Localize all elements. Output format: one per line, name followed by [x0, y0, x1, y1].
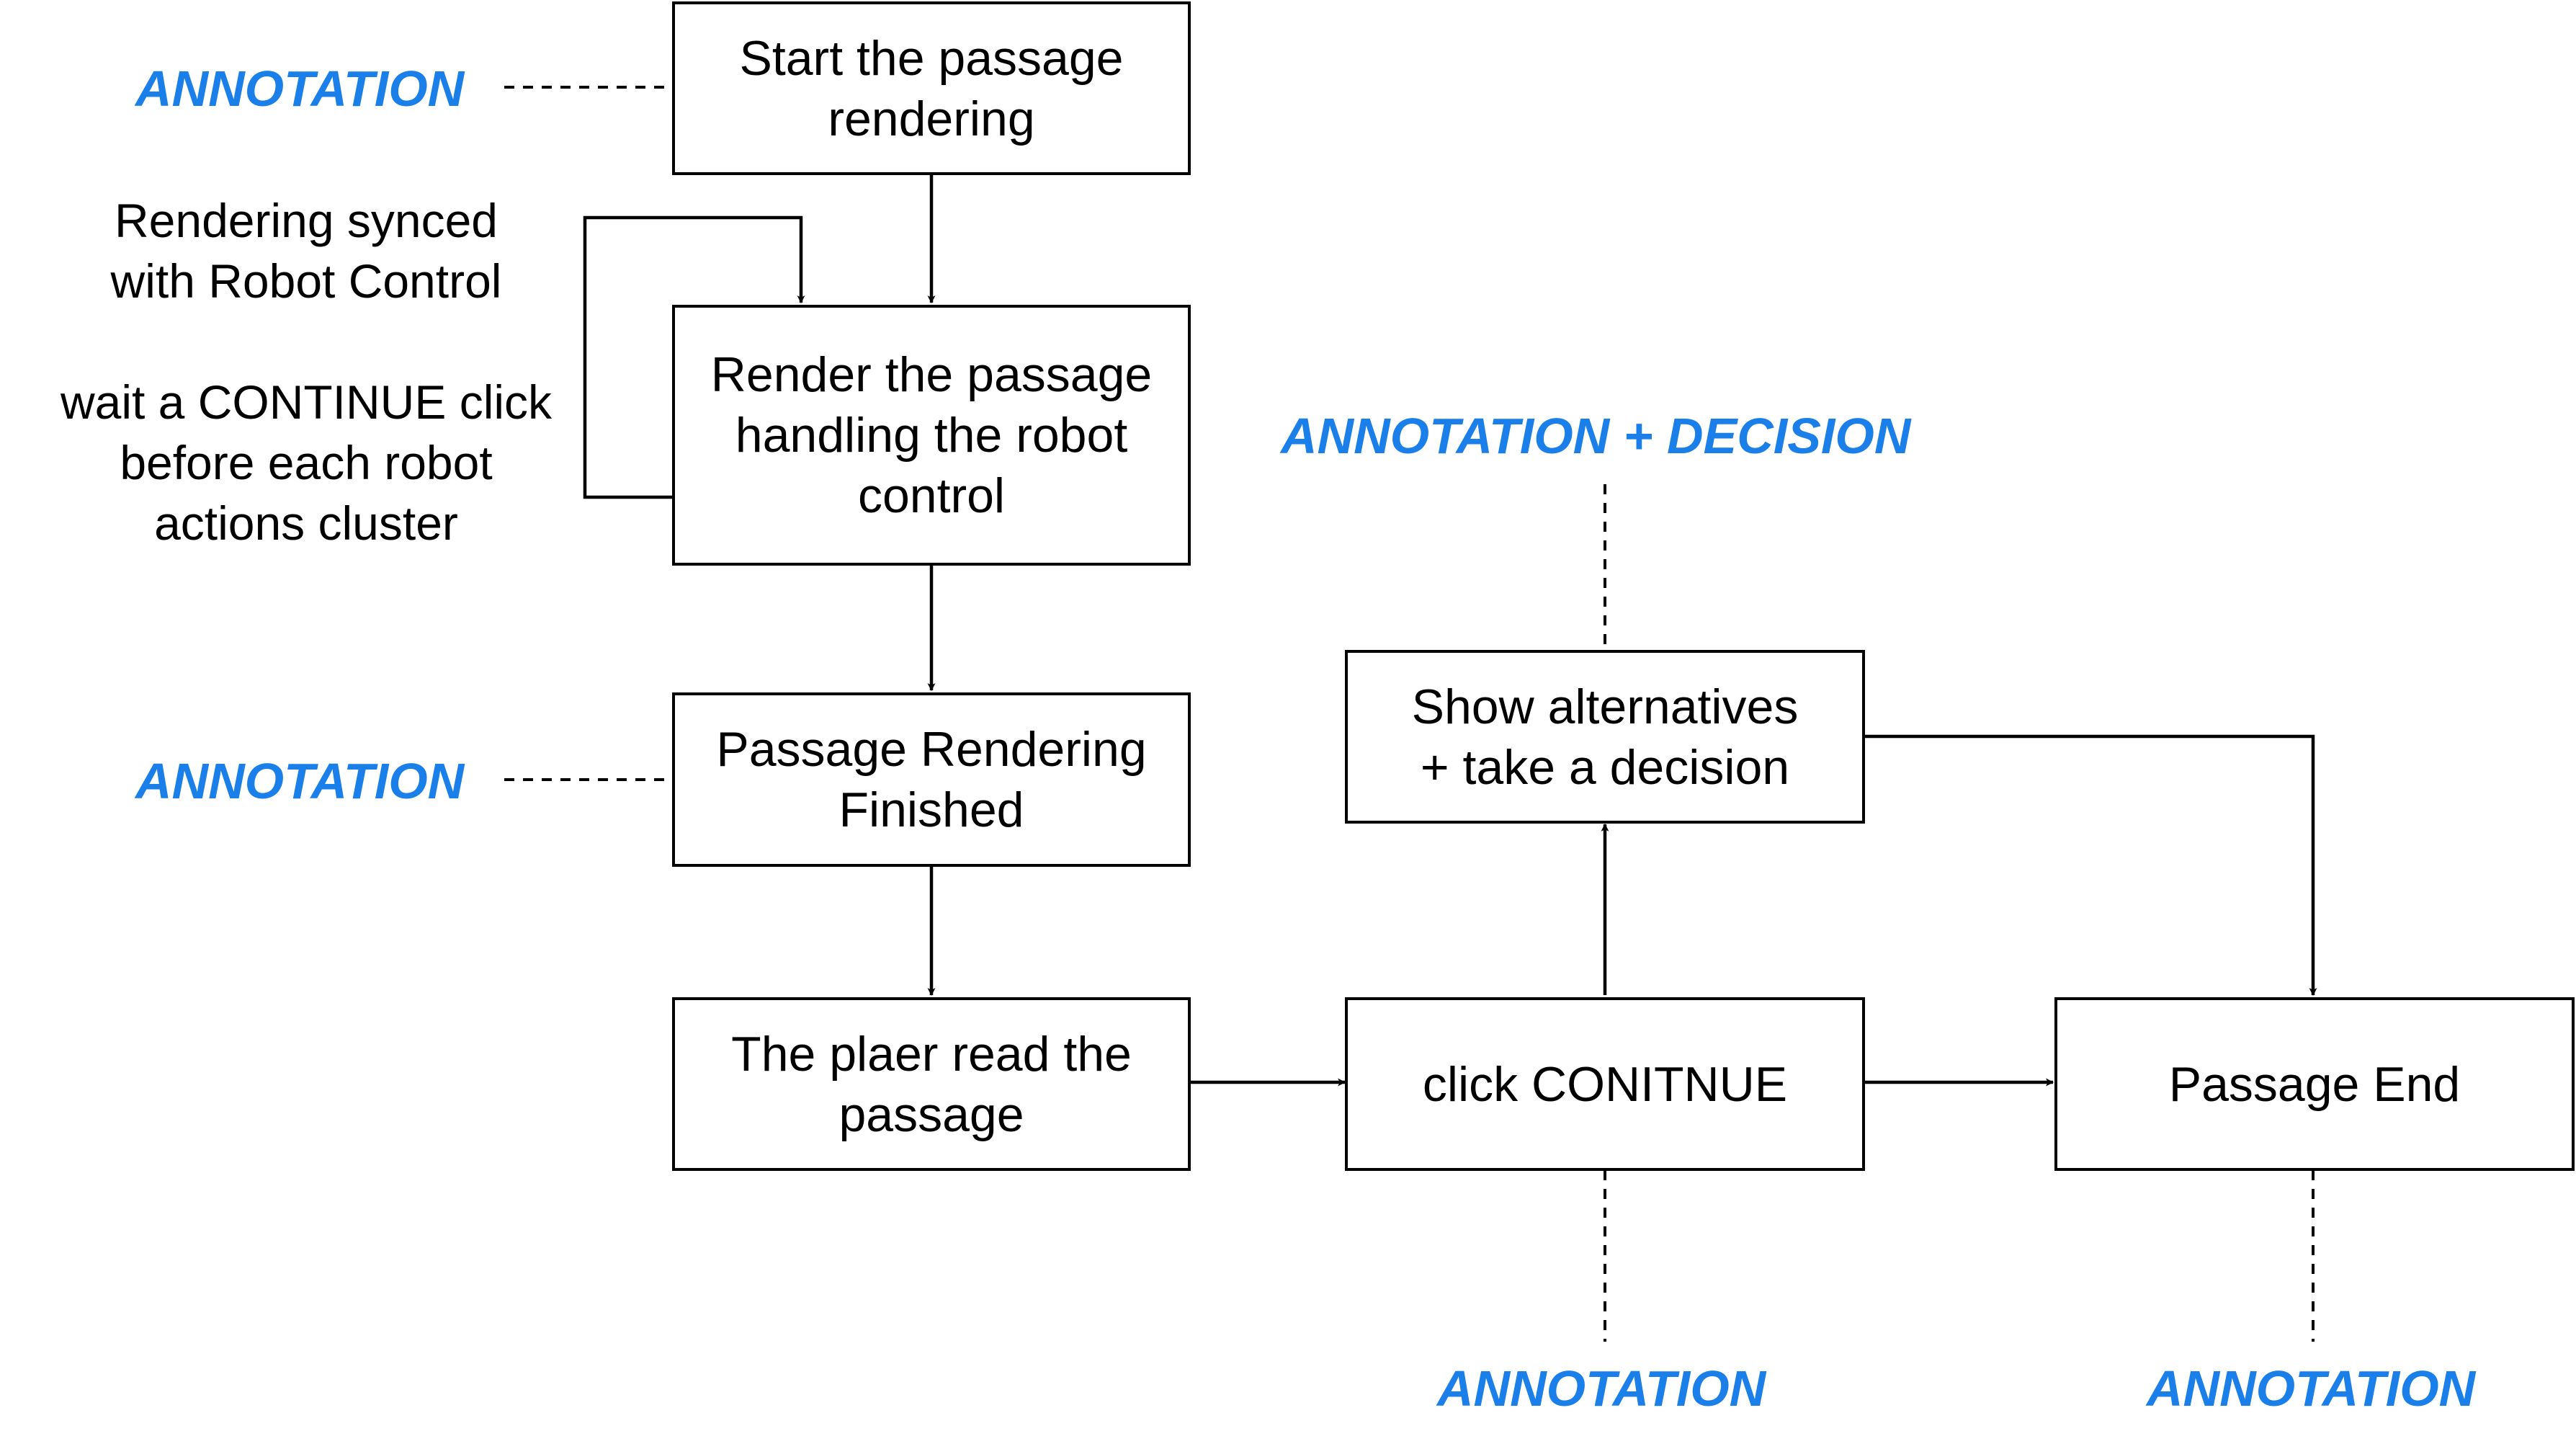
passage-end-box: Passage End: [2054, 997, 2575, 1171]
finished-box-label: Passage Rendering Finished: [716, 722, 1147, 837]
annotation-label-click: ANNOTATION: [1437, 1360, 1766, 1417]
click-continue-box: click CONITNUE: [1345, 997, 1865, 1171]
wait-continue-note: wait a CONTINUE click before each robot …: [60, 375, 553, 550]
start-passage-rendering-box: Start the passage rendering: [672, 1, 1191, 175]
render-box-label: Render the passage handling the robot co…: [710, 347, 1153, 523]
read-box-label: The plaer read the passage: [731, 1026, 1132, 1142]
start-box-label: Start the passage rendering: [739, 30, 1124, 146]
arrow-render-loop: [583, 215, 805, 499]
render-passage-box: Render the passage handling the robot co…: [672, 305, 1191, 566]
alternatives-box-label: Show alternatives + take a decision: [1411, 679, 1799, 795]
end-box-label: Passage End: [2168, 1056, 2461, 1112]
annotation-decision-label: ANNOTATION + DECISION: [1281, 408, 1911, 464]
rendering-synced-note: Rendering synced with Robot Control: [110, 194, 502, 308]
passage-rendering-finished-box: Passage Rendering Finished: [672, 692, 1191, 867]
annotation-label-start: ANNOTATION: [135, 61, 465, 117]
arrow-alternatives-to-end: [1865, 734, 2317, 997]
show-alternatives-box: Show alternatives + take a decision: [1345, 650, 1865, 824]
click-box-label: click CONITNUE: [1422, 1056, 1788, 1112]
annotation-label-finished: ANNOTATION: [135, 753, 465, 809]
player-read-passage-box: The plaer read the passage: [672, 997, 1191, 1171]
annotation-label-end: ANNOTATION: [2147, 1360, 2476, 1417]
